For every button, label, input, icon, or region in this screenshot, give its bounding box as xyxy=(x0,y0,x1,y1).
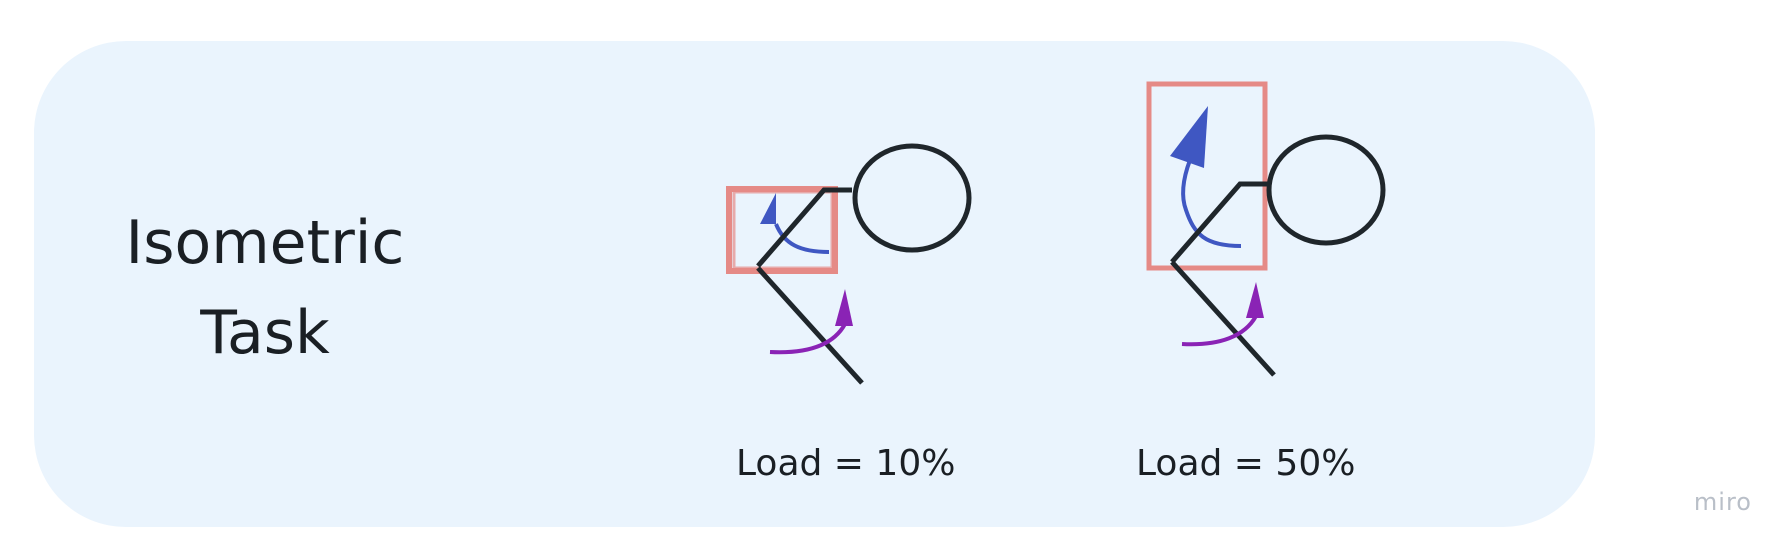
load-box-outline xyxy=(732,190,834,270)
figure-load-10 xyxy=(726,143,972,385)
diagram-title: Isometric Task xyxy=(100,198,430,378)
upper-limb xyxy=(756,187,852,268)
figure-load-50 xyxy=(1146,81,1386,377)
title-line-1: Isometric xyxy=(125,208,405,278)
blue-arrow xyxy=(1181,159,1242,248)
purple-arrow xyxy=(769,322,847,355)
blue-arrowhead xyxy=(760,193,776,224)
lower-limb xyxy=(756,266,864,385)
load-box xyxy=(1146,81,1268,271)
hand-circle xyxy=(852,143,972,253)
background-panel xyxy=(34,41,1595,527)
purple-arrowhead xyxy=(1246,282,1264,318)
title-line-2: Task xyxy=(200,298,330,368)
load-box xyxy=(726,186,838,274)
blue-arrow xyxy=(774,223,830,254)
blue-arrowhead xyxy=(1170,106,1208,168)
caption-load-10: Load = 10% xyxy=(736,443,956,484)
miro-watermark: miro xyxy=(1693,488,1752,516)
hand-circle xyxy=(1266,134,1386,246)
upper-limb xyxy=(1170,181,1268,264)
caption-load-50: Load = 50% xyxy=(1136,443,1356,484)
purple-arrowhead xyxy=(835,289,853,326)
lower-limb xyxy=(1170,260,1276,377)
purple-arrow xyxy=(1181,314,1258,347)
